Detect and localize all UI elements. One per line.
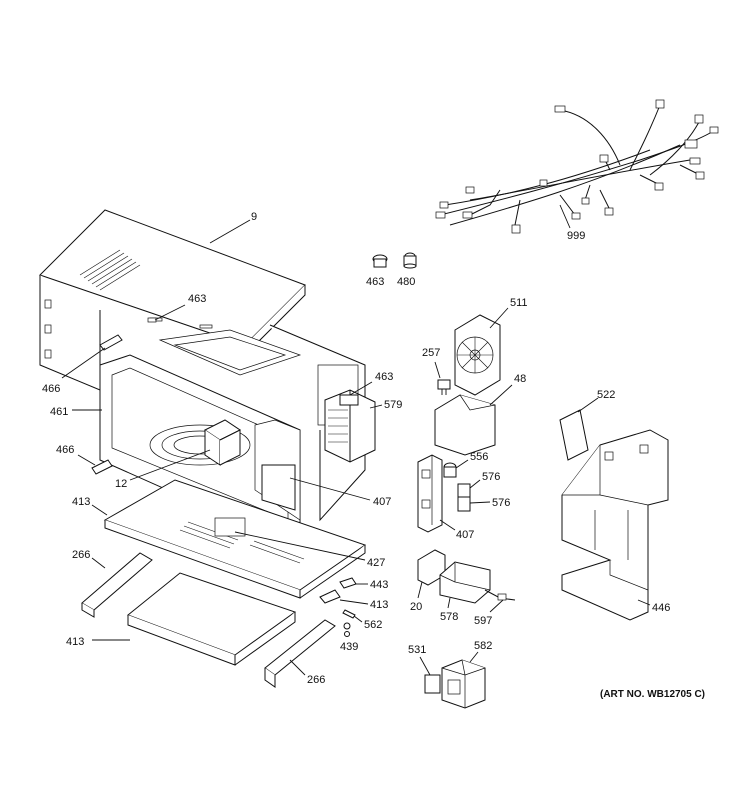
label-562: 562 [364,619,382,631]
label-413-small: 413 [370,599,388,611]
part-439-screw[interactable] [343,622,351,637]
label-446: 446 [652,602,670,614]
label-576-low: 576 [492,497,510,509]
part-576-switch-low[interactable] [457,496,471,512]
part-578-capacitor[interactable] [439,561,491,604]
label-9: 9 [251,211,257,223]
label-578: 578 [440,611,458,623]
label-556: 556 [470,451,488,463]
part-597-diode[interactable] [484,589,516,601]
part-48-duct[interactable] [434,394,496,456]
part-466-hinge-low[interactable] [91,459,113,475]
part-443-clip[interactable] [339,577,357,589]
part-266-rail-left[interactable] [81,552,153,618]
part-576-switch-top[interactable] [457,483,471,499]
part-579-motor[interactable] [324,389,376,463]
label-413-base: 413 [72,496,90,508]
part-12-latch[interactable] [204,419,241,466]
art-number: (ART NO. WB12705 C) [600,689,705,700]
label-48: 48 [514,373,526,385]
label-463-motor: 463 [375,371,393,383]
label-266-right: 266 [307,674,325,686]
label-461: 461 [50,406,68,418]
label-439: 439 [340,641,358,653]
part-413-tray[interactable] [127,572,297,666]
part-257-thermostat[interactable] [437,379,451,395]
label-511: 511 [510,297,528,309]
part-511-fan[interactable] [454,314,501,396]
label-480: 480 [397,276,415,288]
label-466-top: 466 [42,383,60,395]
label-20: 20 [410,601,422,613]
part-480-knob[interactable] [403,252,417,269]
part-407-bracket-right[interactable] [417,454,443,533]
label-427: 427 [367,557,385,569]
part-9-outer-case[interactable] [39,209,306,391]
part-463-clip[interactable] [372,254,388,268]
label-407-right: 407 [456,529,474,541]
label-443: 443 [370,579,388,591]
label-999: 999 [567,230,585,242]
label-12: 12 [115,478,127,490]
part-582-transformer[interactable] [441,659,486,709]
part-522-insulation[interactable] [559,409,589,461]
part-556-fuse[interactable] [443,462,457,478]
label-266-left: 266 [72,549,90,561]
label-582: 582 [474,640,492,652]
label-466-low: 466 [56,444,74,456]
label-463-mid: 463 [188,293,206,305]
part-463-screw[interactable] [147,317,157,323]
label-579: 579 [384,399,402,411]
part-413-small[interactable] [319,589,341,604]
part-413-base-plate[interactable] [103,479,367,599]
label-413-tray: 413 [66,636,84,648]
part-531-fuse-holder[interactable] [424,674,441,694]
label-531: 531 [408,644,426,656]
part-266-rail-right[interactable] [264,619,336,688]
label-522: 522 [597,389,615,401]
part-466-hinge-top[interactable] [99,334,123,351]
label-576-top: 576 [482,471,500,483]
part-562-pin[interactable] [342,609,356,619]
part-407-bracket-left[interactable] [261,464,296,511]
label-597: 597 [474,615,492,627]
label-463-top: 463 [366,276,384,288]
label-407-left: 407 [373,496,391,508]
part-446-cabinet[interactable] [561,429,669,621]
wire-harness[interactable] [435,99,719,234]
label-257: 257 [422,347,440,359]
